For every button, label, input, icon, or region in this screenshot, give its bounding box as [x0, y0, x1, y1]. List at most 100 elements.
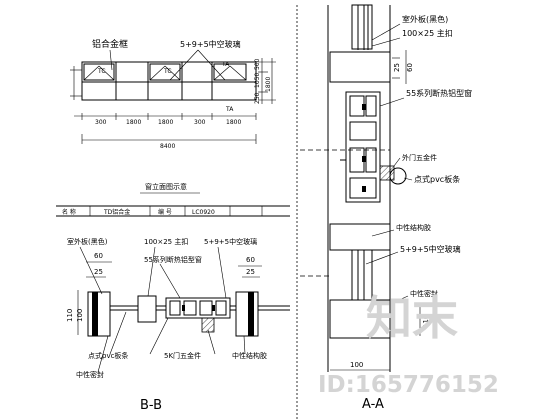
pane-top-3	[213, 63, 247, 81]
aa-profile-cell-6	[349, 177, 377, 199]
bb-profile-cell-1	[169, 300, 181, 316]
aa-frame-profile	[340, 91, 407, 203]
aa-dim-25: 25	[393, 63, 401, 72]
mark-tc-1: TC	[97, 68, 106, 75]
bb-label-glass: 5+9+5中空玻璃	[204, 237, 257, 246]
bb-dim-25b: 25	[246, 268, 255, 276]
bb-dim-25: 25	[94, 268, 103, 276]
aa-leader-4	[393, 157, 401, 167]
aa-leader-7	[365, 251, 399, 265]
bb-wall-left-core	[92, 292, 98, 336]
pane-top-2	[149, 63, 181, 81]
aa-label-frame: 55系列断热铝型窗	[406, 88, 472, 98]
bb-dim-60b: 60	[246, 256, 255, 264]
table-cell-4: LC0920	[192, 209, 215, 216]
watermark-logo: 知末	[366, 291, 458, 345]
bb-hardware	[201, 317, 215, 333]
bb-leader-5	[109, 311, 127, 355]
bb-label-hardware: 5K门五金件	[164, 351, 201, 360]
bb-leader-7	[207, 329, 216, 355]
bb-leader-1	[79, 246, 103, 295]
aa-label-glass: 5+9+5中空玻璃	[400, 244, 461, 254]
dim-height-total: 1800	[265, 77, 272, 92]
dim-height-2: 1050	[254, 73, 261, 88]
bb-leader-8	[243, 335, 246, 355]
aa-top-frame	[351, 4, 373, 50]
dim-height-3: 250	[254, 92, 261, 104]
window-elevation: 铝合金框 5+9+5中空玻璃 TC TC TA TA	[70, 38, 276, 194]
label-aluminium-frame: 铝合金框	[92, 38, 128, 50]
aa-label-pvc: 点式pvc板条	[414, 174, 460, 184]
elevation-caption: 窗立面图示意	[145, 182, 187, 191]
aa-bottom-tube	[329, 299, 391, 339]
aa-section: 25 60 110	[300, 4, 472, 412]
aa-profile-cell-5	[365, 147, 377, 173]
mark-ta-bottom: TA	[225, 106, 234, 113]
aa-profile-cell-2	[365, 95, 377, 117]
bb-wall-right-core	[248, 292, 254, 336]
bb-dim-60: 60	[94, 252, 103, 260]
aa-break-2	[362, 156, 366, 162]
dim-width-4: 300	[194, 119, 206, 126]
table-cell-2: TD铝合金	[103, 208, 130, 216]
bb-label-frame: 55系列断热铝型窗	[144, 255, 202, 264]
opening-mark-2a	[149, 65, 166, 81]
title-table: 名 称 TD铝合金 编 号 LC0920	[56, 205, 290, 217]
bb-wall-left	[87, 291, 111, 337]
aa-leader-5	[403, 177, 413, 181]
aa-dim-110: 110	[422, 315, 430, 328]
aa-label-bottom-note: 中性密封	[410, 289, 438, 298]
bb-profile-cell-4	[215, 300, 227, 316]
dim-width-3: 1800	[158, 119, 173, 126]
bb-dim-100: 100	[76, 309, 84, 322]
watermark: 知末 ID:165776152	[318, 291, 499, 398]
aa-profile-cell-3	[349, 121, 377, 141]
bb-profile-break-2	[212, 305, 215, 311]
bb-label-pvc: 点式pvc板条	[88, 351, 128, 360]
mark-tc-2: TC	[163, 68, 172, 75]
table-cell-3: 编 号	[158, 208, 172, 216]
leader-glass	[169, 49, 199, 81]
aa-leader-8	[389, 295, 409, 305]
aa-leader-1	[371, 23, 401, 41]
bb-frame-profile	[165, 297, 231, 333]
aa-lower-tube	[329, 223, 391, 251]
bb-profile-cell-2	[183, 300, 197, 316]
aa-break-1	[362, 104, 366, 110]
bb-caption: B-B	[140, 398, 162, 413]
opening-mark-2b	[164, 65, 181, 81]
bb-profile-break-1	[182, 305, 185, 311]
bb-profile-body	[165, 297, 231, 319]
dim-width-5: 1800	[226, 119, 241, 126]
aa-profile-body	[345, 91, 381, 203]
opening-mark-3b	[229, 65, 247, 81]
bb-section: 室外板(黑色) 100×25 主扣 5+9+5中空玻璃 55系列断热铝型窗 60…	[66, 237, 290, 413]
bb-leader-2	[147, 246, 156, 297]
elevation-outline	[81, 61, 257, 101]
aa-break-3	[362, 186, 366, 192]
bb-leader-4	[159, 263, 181, 299]
aa-label-hardware: 外门五金件	[402, 153, 437, 162]
opening-mark-1a	[83, 65, 100, 81]
label-insulated-glass: 5+9+5中空玻璃	[180, 39, 241, 49]
aa-label-top-panel: 室外板(黑色)	[402, 14, 448, 24]
aa-label-tube: 100×25 主扣	[402, 28, 453, 38]
mark-ta: TA	[221, 61, 230, 68]
watermark-id: ID:165776152	[318, 372, 499, 398]
aa-dim-100: 100	[350, 361, 363, 369]
aa-leader-6	[371, 229, 395, 237]
bb-label-tube: 100×25 主扣	[144, 237, 188, 246]
aa-profile-cell-1	[349, 95, 365, 117]
aa-upper-tube	[329, 51, 391, 83]
aa-profile-cell-4	[349, 147, 365, 173]
opening-mark-3a	[213, 65, 231, 81]
opening-mark-1b	[98, 65, 115, 81]
aa-leader-2	[371, 37, 401, 47]
bb-leader-6	[149, 317, 169, 355]
dim-width-2: 1800	[126, 119, 141, 126]
dim-width-1: 300	[95, 119, 107, 126]
dim-height-1: 500	[254, 58, 261, 70]
bb-label-interior-panel: 室外板(黑色)	[67, 237, 108, 246]
bb-leader-3	[217, 246, 227, 299]
